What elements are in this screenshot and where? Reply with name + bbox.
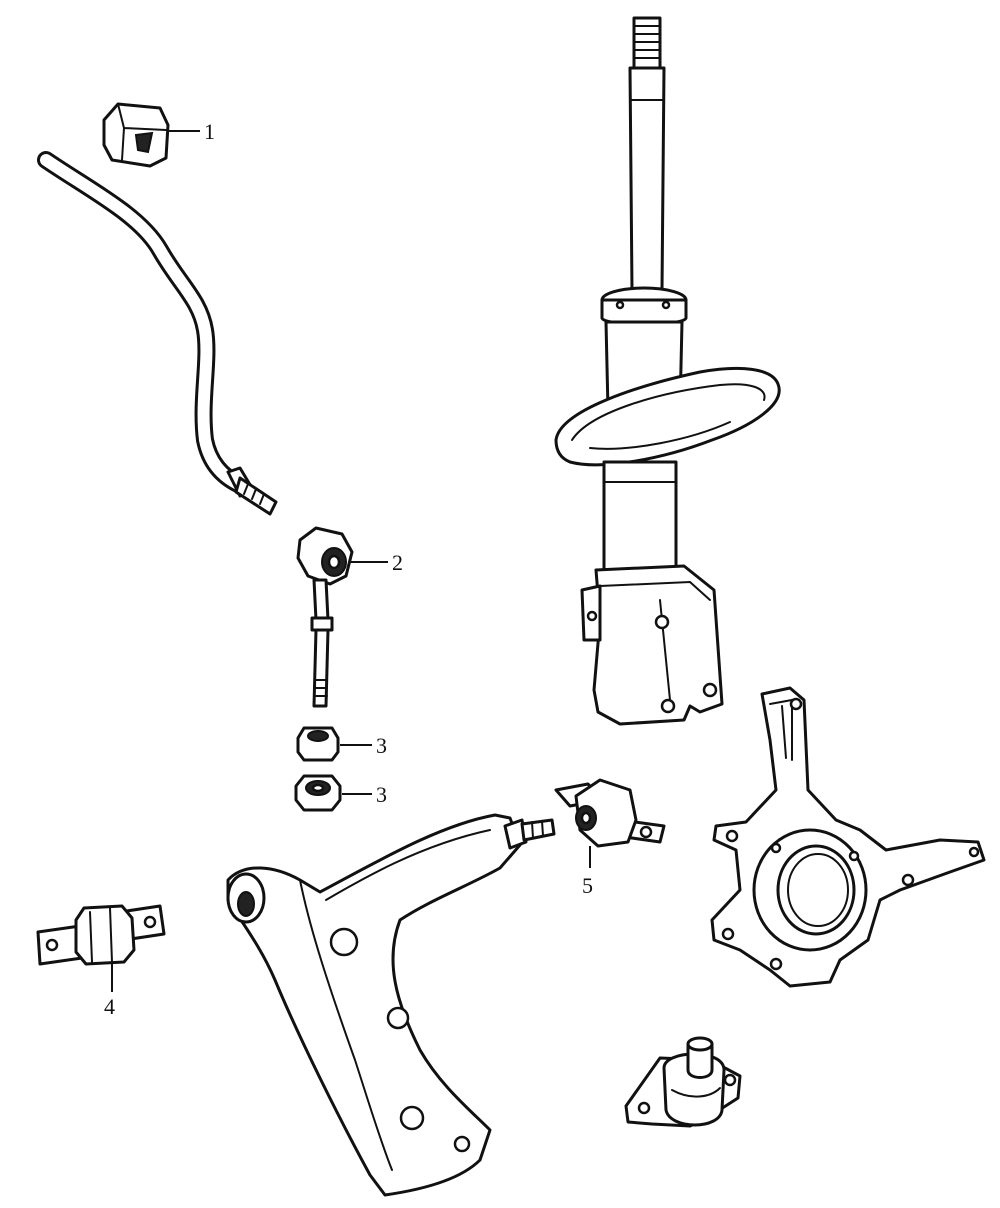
stabilizer-bushing-part-1: 1 bbox=[102, 102, 215, 168]
strut-assembly bbox=[554, 16, 781, 726]
link-bushing-upper-part-3: 3 bbox=[296, 726, 387, 762]
callout-3-upper: 3 bbox=[376, 733, 387, 758]
link-bushing-lower-part-3: 3 bbox=[294, 774, 387, 812]
steering-knuckle bbox=[710, 686, 986, 988]
callout-5: 5 bbox=[582, 873, 593, 898]
lower-control-arm bbox=[226, 813, 556, 1197]
callout-3-lower: 3 bbox=[376, 782, 387, 807]
callout-1: 1 bbox=[204, 119, 215, 144]
callout-2: 2 bbox=[392, 550, 403, 575]
stabilizer-link-part-2: 2 bbox=[296, 526, 403, 708]
callout-4: 4 bbox=[104, 994, 115, 1019]
arm-bushing-bracket-part-5: 5 bbox=[554, 778, 666, 898]
ball-joint bbox=[624, 1036, 742, 1128]
stabilizer-bar bbox=[37, 151, 278, 516]
control-arm-bushing-part-4: 4 bbox=[36, 904, 166, 1019]
